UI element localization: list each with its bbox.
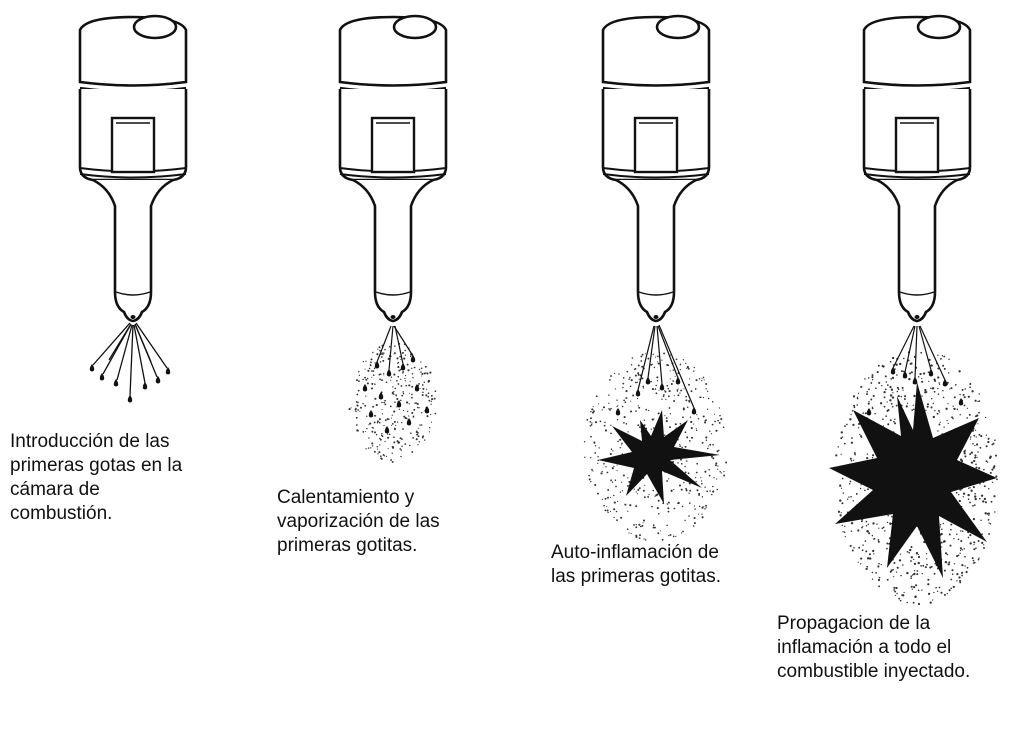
flame-burst-small (598, 410, 720, 504)
caption-stage-3: Auto-inflamación de las primeras gotitas… (551, 542, 722, 587)
injector-stage-1 (78, 14, 188, 403)
ignition-cloud-3 (583, 324, 728, 541)
spray-droplets-1 (92, 322, 168, 397)
flame-burst-large (829, 382, 997, 578)
injector-stage-2 (338, 14, 448, 463)
caption-stage-1: Introducción de las primeras gotas en la… (10, 431, 183, 524)
injector-stage-3 (583, 14, 728, 541)
flame-propagation-4 (829, 325, 998, 606)
caption-stage-2: Calentamiento y vaporización de las prim… (277, 487, 440, 556)
caption-stage-4: Propagacion de la inflamación a todo el … (777, 613, 971, 682)
injector-stage-4 (829, 14, 998, 606)
vapor-cloud-2 (348, 325, 437, 463)
